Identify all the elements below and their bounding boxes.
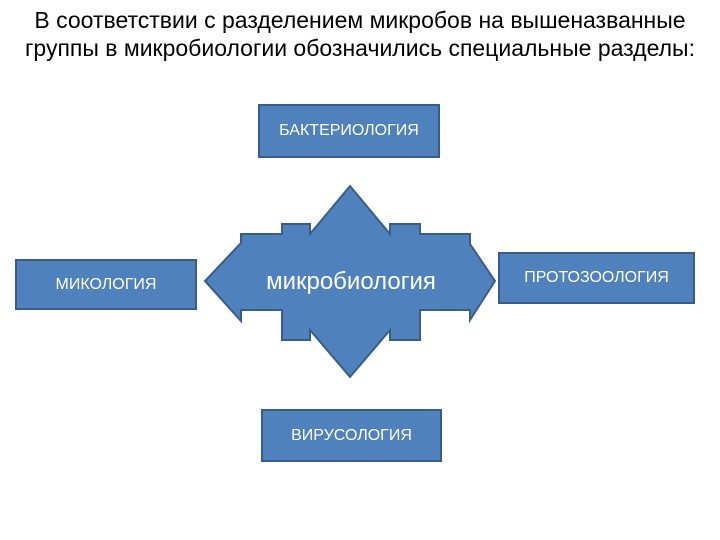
page-title: В соответствии с разделением микробов на… [25, 7, 695, 61]
center-label-microbiology: микробиология [266, 268, 436, 295]
section-box-bacteriology: БАКТЕРИОЛОГИЯ [258, 104, 440, 158]
section-label: ПРОТОЗООЛОГИЯ [524, 269, 669, 286]
section-label: МИКОЛОГИЯ [55, 275, 157, 293]
section-label: ВИРУСОЛОГИЯ [291, 426, 412, 444]
section-label: БАКТЕРИОЛОГИЯ [279, 122, 419, 139]
section-box-protozoology: ПРОТОЗООЛОГИЯ [498, 252, 695, 304]
section-box-virology: ВИРУСОЛОГИЯ [261, 409, 442, 462]
quad-arrow-icon [203, 184, 497, 379]
section-box-mycology: МИКОЛОГИЯ [15, 259, 197, 310]
